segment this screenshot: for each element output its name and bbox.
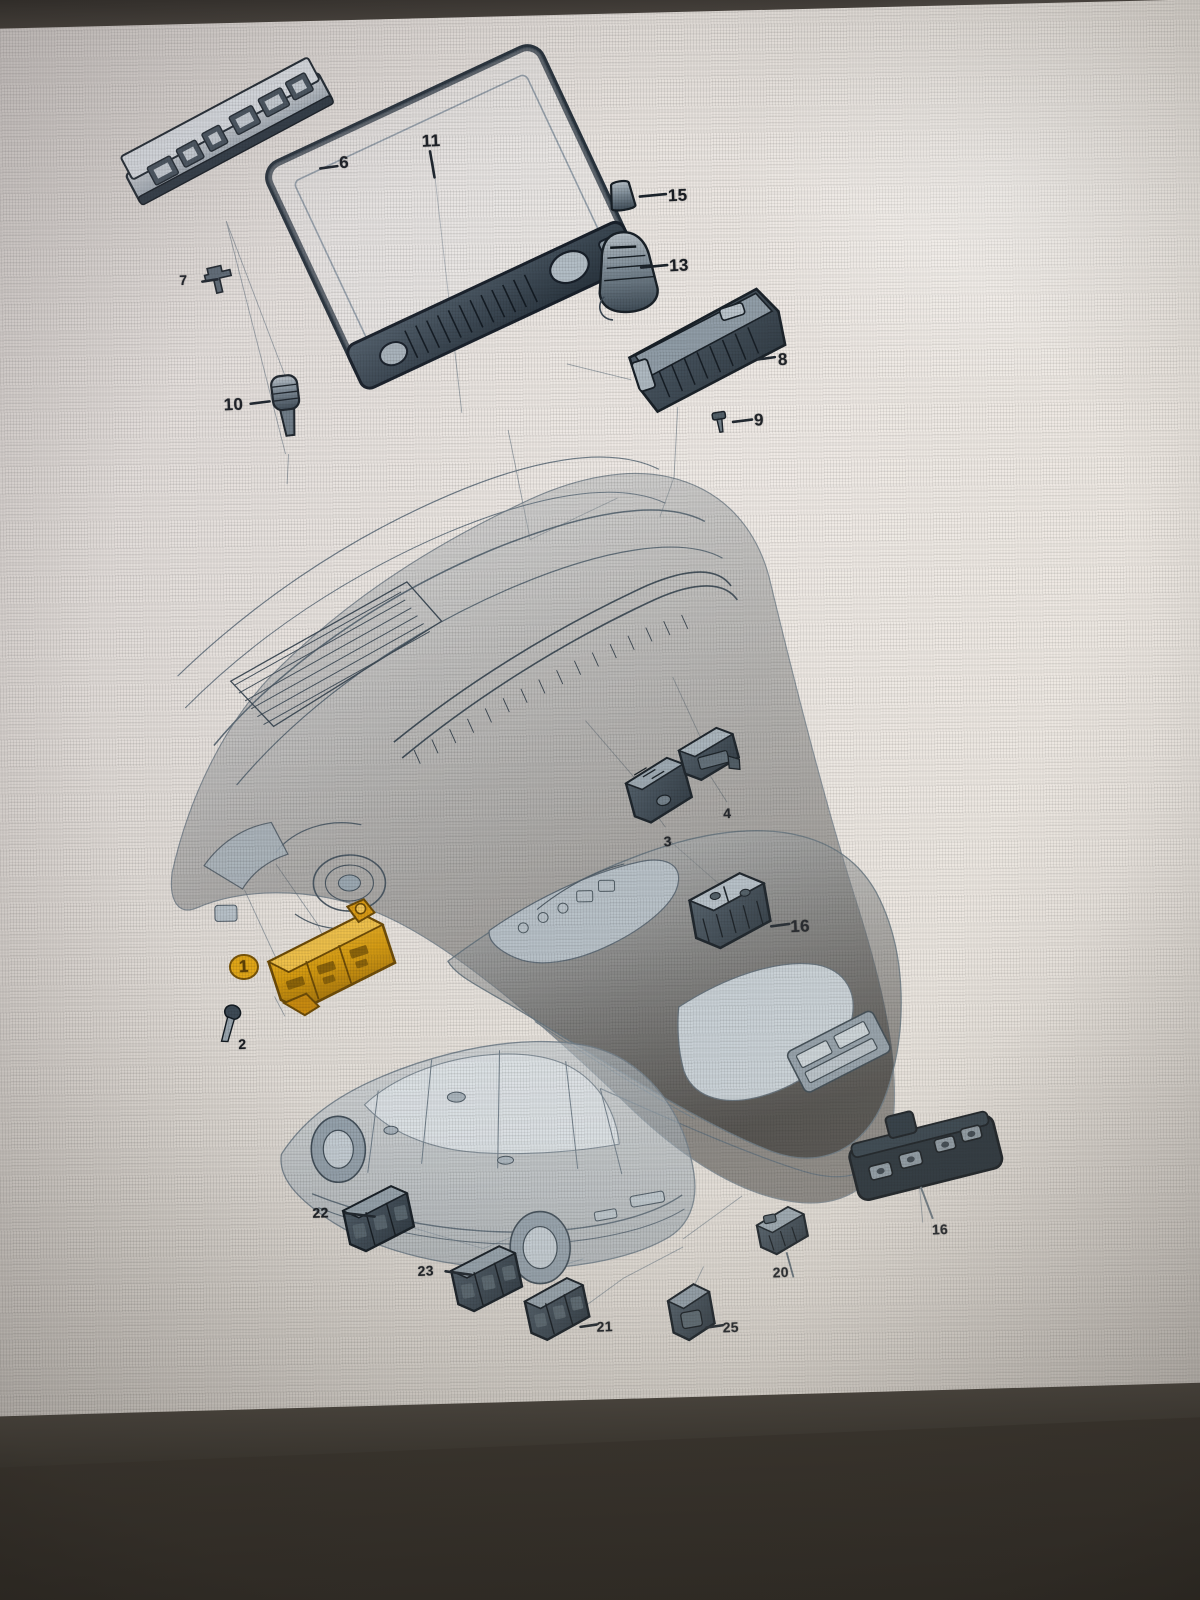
callout-label-16: 16 <box>931 1220 949 1238</box>
part-12-rotary-control-unit <box>598 231 659 321</box>
callout-label-12: 13 <box>668 255 690 276</box>
part-13-knob-cap <box>609 179 637 212</box>
callout-label-1: 1 <box>238 956 250 977</box>
part-6-switch-strip <box>120 57 334 206</box>
callout-label-20: 20 <box>772 1263 790 1281</box>
part-21-window-switch-block <box>522 1276 591 1342</box>
part-15-twin-rocker-switch <box>687 871 772 950</box>
dashboard-and-centre-console <box>170 456 902 1204</box>
part-22-window-switch-block-2 <box>341 1185 416 1253</box>
callout-label-11: 11 <box>421 131 441 151</box>
callout-label-3: 3 <box>663 833 673 850</box>
part-3-switch-block-small <box>624 756 694 824</box>
callout-label-10: 10 <box>223 394 244 415</box>
screen-scanline-texture <box>0 0 1200 1460</box>
screen-moire-texture <box>0 0 1200 1460</box>
part-23-window-switch-block-3 <box>449 1245 524 1313</box>
part-11-display-frame <box>265 44 639 390</box>
callout-label-7: 7 <box>179 271 188 289</box>
callout-label-21: 21 <box>596 1318 614 1335</box>
part-25-single-switch <box>666 1283 716 1342</box>
callout-label-4: 4 <box>722 804 732 822</box>
part-4-switch-block-small-2 <box>677 726 741 782</box>
callout-label-6: 6 <box>338 152 350 173</box>
callout-label-23: 23 <box>417 1262 435 1279</box>
photo-color-cast <box>0 0 1200 1460</box>
callout-label-9: 9 <box>753 410 765 430</box>
vehicle-outline <box>280 1040 696 1285</box>
part-8-control-module <box>627 287 787 414</box>
callout-label-8: 8 <box>777 349 789 370</box>
part-7-retaining-clip <box>203 264 233 295</box>
monitor-screen-surface: 6 11 7 15 13 8 9 10 3 4 16 1 2 22 23 21 … <box>0 0 1200 1460</box>
callout-label-25: 25 <box>722 1318 740 1336</box>
part-1-highlighted-switch-panel <box>266 897 397 1017</box>
callout-label-2: 2 <box>238 1035 247 1053</box>
callout-label-15: 16 <box>789 916 811 937</box>
part-9-fastener-screw <box>711 410 727 434</box>
callout-label-22: 22 <box>312 1204 329 1221</box>
callout-label-13: 15 <box>667 185 688 206</box>
part-16-rear-light-switch-panel <box>848 1110 1004 1220</box>
part-10-bulb-socket <box>270 374 301 437</box>
